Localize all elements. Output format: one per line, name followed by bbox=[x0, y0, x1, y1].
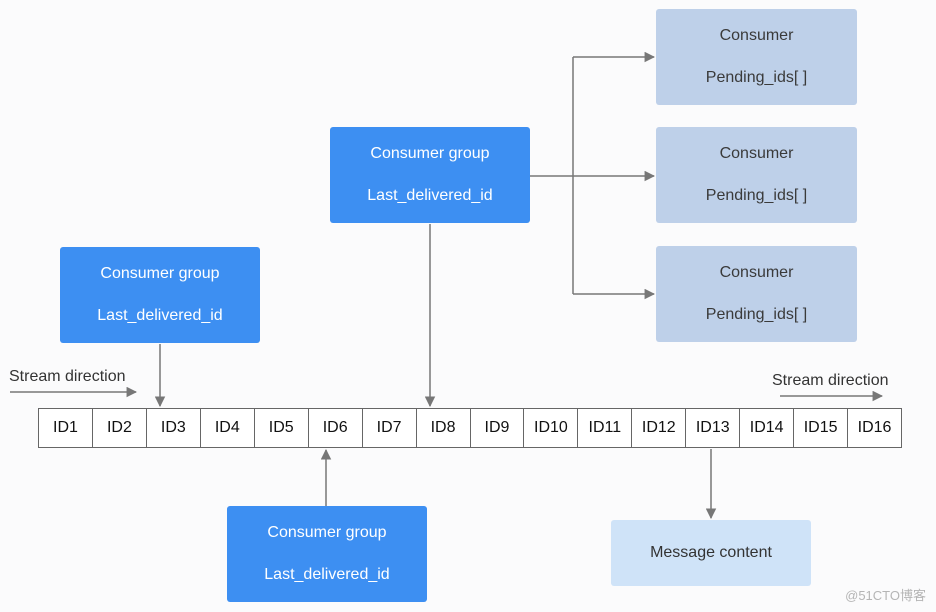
consumer-pending-ids: Pending_ids[ ] bbox=[705, 306, 808, 323]
consumer-title: Consumer bbox=[719, 27, 794, 44]
stream-id-cell: ID14 bbox=[740, 409, 795, 447]
consumer-box-3: Consumer Pending_ids[ ] bbox=[656, 246, 857, 342]
stream-direction-label-right: Stream direction bbox=[772, 372, 889, 389]
stream-id-cell: ID13 bbox=[686, 409, 741, 447]
consumer-group-last-delivered-id: Last_delivered_id bbox=[97, 307, 223, 324]
consumer-group-box-3: Consumer group Last_delivered_id bbox=[227, 506, 427, 602]
stream-id-cell: ID7 bbox=[363, 409, 417, 447]
consumer-pending-ids: Pending_ids[ ] bbox=[705, 187, 808, 204]
stream-id-cell: ID3 bbox=[147, 409, 201, 447]
stream-id-cell: ID16 bbox=[857, 419, 892, 436]
stream-id-cell: ID1 bbox=[39, 409, 93, 447]
stream-id-cell: ID8 bbox=[417, 409, 471, 447]
consumer-group-title: Consumer group bbox=[100, 265, 220, 282]
consumer-pending-ids: Pending_ids[ ] bbox=[705, 69, 808, 86]
watermark: @51CTO博客 bbox=[845, 588, 926, 603]
consumer-group-title: Consumer group bbox=[370, 145, 490, 162]
consumer-group-last-delivered-id: Last_delivered_id bbox=[264, 566, 390, 583]
stream-id-cell: ID9 bbox=[471, 409, 525, 447]
stream-direction-label-left: Stream direction bbox=[9, 368, 126, 385]
consumer-group-title: Consumer group bbox=[267, 524, 387, 541]
stream-id-cell: ID5 bbox=[255, 409, 309, 447]
stream-id-cell: ID6 bbox=[309, 409, 363, 447]
stream-id-strip: ID1 ID2 ID3 ID4 ID5 ID6 ID7 ID8 ID9 ID10… bbox=[38, 408, 902, 448]
consumer-title: Consumer bbox=[719, 264, 794, 281]
stream-id-cell: ID10 bbox=[524, 409, 579, 447]
consumer-group-last-delivered-id: Last_delivered_id bbox=[367, 187, 493, 204]
message-content-label: Message content bbox=[650, 544, 772, 561]
stream-id-cell: ID12 bbox=[632, 409, 687, 447]
message-content-box: Message content bbox=[611, 520, 811, 586]
consumer-title: Consumer bbox=[719, 145, 794, 162]
stream-id-cell: ID4 bbox=[201, 409, 255, 447]
consumer-box-2: Consumer Pending_ids[ ] bbox=[656, 127, 857, 223]
consumer-group-box-1: Consumer group Last_delivered_id bbox=[60, 247, 260, 343]
consumer-box-1: Consumer Pending_ids[ ] bbox=[656, 9, 857, 105]
stream-id-cell: ID11 bbox=[578, 409, 633, 447]
stream-id-cell: ID15 bbox=[794, 409, 849, 447]
consumer-group-box-2: Consumer group Last_delivered_id bbox=[330, 127, 530, 223]
stream-id-cell: ID2 bbox=[93, 409, 147, 447]
